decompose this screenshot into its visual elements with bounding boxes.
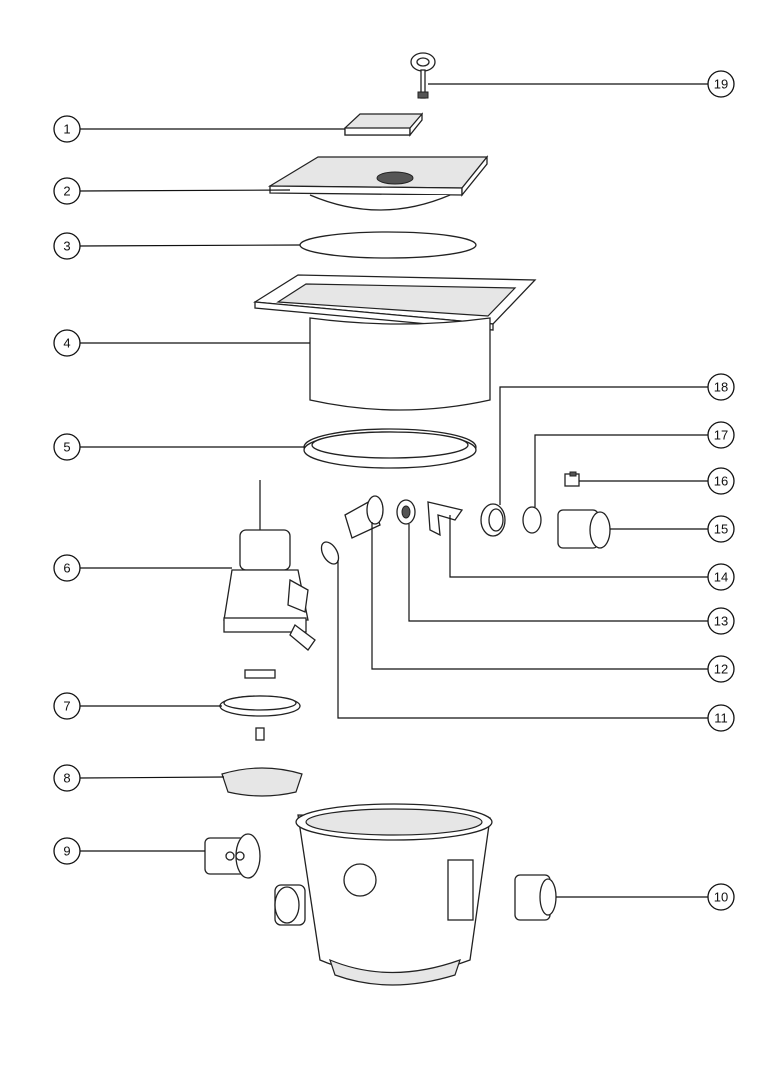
leader-line	[408, 524, 708, 622]
leader-line	[534, 434, 708, 507]
callout-9: 9	[53, 837, 205, 865]
callout-number: 8	[63, 771, 70, 786]
callout-circle	[53, 232, 81, 260]
callout-number: 4	[63, 336, 70, 351]
callout-circle	[707, 373, 735, 401]
leader-line	[79, 189, 291, 192]
callout-number: 14	[714, 570, 728, 585]
callout-circle	[707, 467, 735, 495]
callout-circle	[53, 329, 81, 357]
callout-number: 3	[63, 239, 70, 254]
callout-number: 17	[714, 428, 728, 443]
callout-7: 7	[53, 692, 222, 720]
part-12-valve	[344, 495, 384, 539]
callout-number: 11	[714, 711, 728, 726]
leader-line	[499, 386, 708, 505]
callout-number: 10	[714, 890, 728, 905]
part-main-tank	[274, 803, 493, 986]
part-6-pump	[223, 480, 316, 651]
callout-circle	[53, 177, 81, 205]
callout-13: 13	[408, 524, 735, 635]
part-17-disc	[522, 506, 542, 534]
part-5-gasket	[303, 428, 477, 469]
callout-number: 19	[714, 77, 728, 92]
callout-circle	[53, 115, 81, 143]
callout-circle	[707, 704, 735, 732]
part-7-base-plate	[219, 669, 301, 741]
callout-circle	[53, 433, 81, 461]
callout-3: 3	[53, 232, 301, 260]
callout-number: 1	[63, 122, 70, 137]
part-4-frame-extension	[253, 274, 537, 411]
part-10-valve-housing	[514, 874, 557, 921]
callout-number: 2	[63, 184, 70, 199]
callout-6: 6	[53, 554, 232, 582]
part-3-seal-ring	[299, 231, 477, 259]
callout-number: 16	[714, 474, 728, 489]
parts	[204, 52, 611, 986]
callout-circle	[53, 692, 81, 720]
callout-18: 18	[499, 373, 735, 505]
callout-circle	[707, 883, 735, 911]
callout-number: 13	[714, 614, 728, 629]
callout-number: 5	[63, 440, 70, 455]
part-19-key	[410, 52, 436, 99]
callout-14: 14	[449, 515, 735, 591]
callout-17: 17	[534, 421, 735, 507]
part-11-o-ring	[320, 541, 340, 565]
callout-11: 11	[337, 560, 735, 732]
callout-16: 16	[579, 467, 735, 495]
leader-line	[79, 776, 225, 779]
callout-circle	[707, 421, 735, 449]
callout-12: 12	[371, 522, 735, 683]
leader-line	[79, 244, 301, 247]
callout-15: 15	[610, 515, 735, 543]
part-14-flap	[427, 501, 464, 537]
callout-circle	[707, 655, 735, 683]
callout-number: 7	[63, 699, 70, 714]
part-15-check-valve	[557, 509, 611, 549]
callout-number: 6	[63, 561, 70, 576]
callout-number: 15	[714, 522, 728, 537]
leader-line	[371, 522, 708, 670]
callout-19: 19	[428, 70, 735, 98]
callout-8: 8	[53, 764, 225, 792]
callout-4: 4	[53, 329, 310, 357]
part-8-strainer	[221, 767, 303, 797]
callout-circle	[53, 837, 81, 865]
callout-5: 5	[53, 433, 305, 461]
callout-circle	[53, 764, 81, 792]
callout-circle	[707, 607, 735, 635]
callout-number: 12	[714, 662, 728, 677]
callout-1: 1	[53, 115, 345, 143]
part-16-clip	[564, 471, 580, 487]
callout-number: 18	[714, 380, 728, 395]
part-1-inspection-cover	[344, 112, 424, 137]
callout-circle	[707, 515, 735, 543]
leader-line	[449, 515, 708, 578]
part-18-flange	[480, 503, 506, 537]
callout-10: 10	[556, 883, 735, 911]
callout-2: 2	[53, 177, 291, 205]
leader-line	[337, 560, 708, 719]
part-9-connector	[204, 833, 261, 879]
callout-circle	[53, 554, 81, 582]
callout-circle	[707, 70, 735, 98]
callout-circle	[707, 563, 735, 591]
part-2-grate	[267, 155, 489, 211]
part-13-seal	[396, 499, 416, 525]
callout-number: 9	[63, 844, 70, 859]
